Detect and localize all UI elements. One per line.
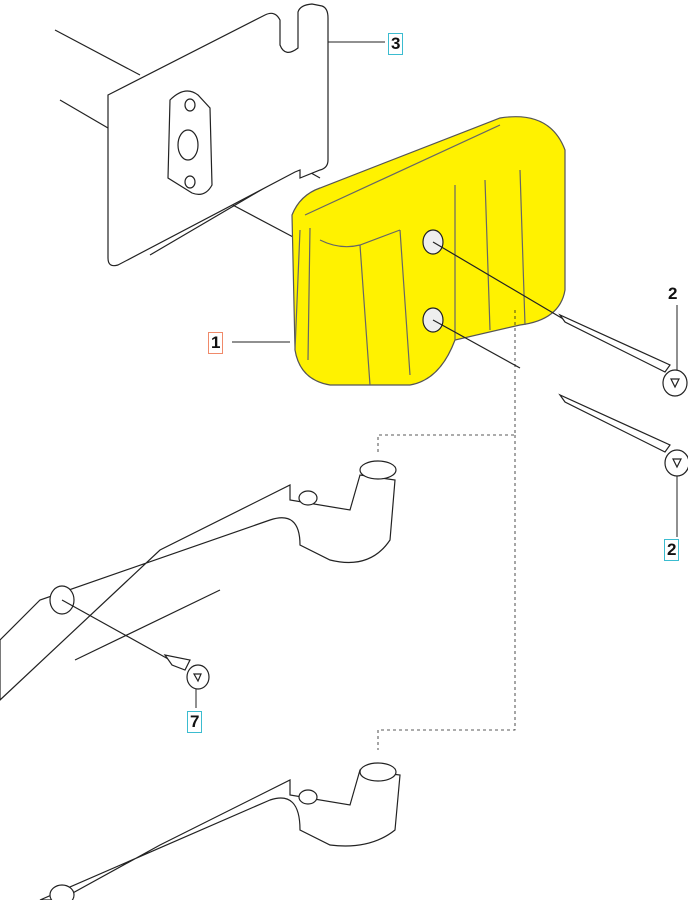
- muffler[interactable]: [291, 116, 566, 386]
- callout-leaders: [195, 41, 678, 708]
- screw-top[interactable]: [558, 313, 688, 397]
- callout-muffler[interactable]: 1: [208, 332, 224, 354]
- callout-heat-shield[interactable]: 3: [388, 33, 404, 55]
- bracket-lower[interactable]: [39, 762, 401, 900]
- bracket-upper[interactable]: [0, 460, 397, 701]
- screw-bottom[interactable]: [558, 393, 688, 477]
- gasket-hole-bottom: [184, 175, 196, 189]
- callout-screw-bottom[interactable]: 2: [664, 539, 680, 561]
- gasket[interactable]: [167, 90, 213, 195]
- gasket-port: [177, 129, 199, 161]
- callout-screw-top[interactable]: 2: [668, 284, 678, 303]
- heat-shield-plate[interactable]: [107, 3, 329, 267]
- bracket-screw[interactable]: [163, 654, 210, 690]
- callout-bracket-screw[interactable]: 7: [187, 711, 203, 733]
- gasket-hole-top: [184, 98, 196, 112]
